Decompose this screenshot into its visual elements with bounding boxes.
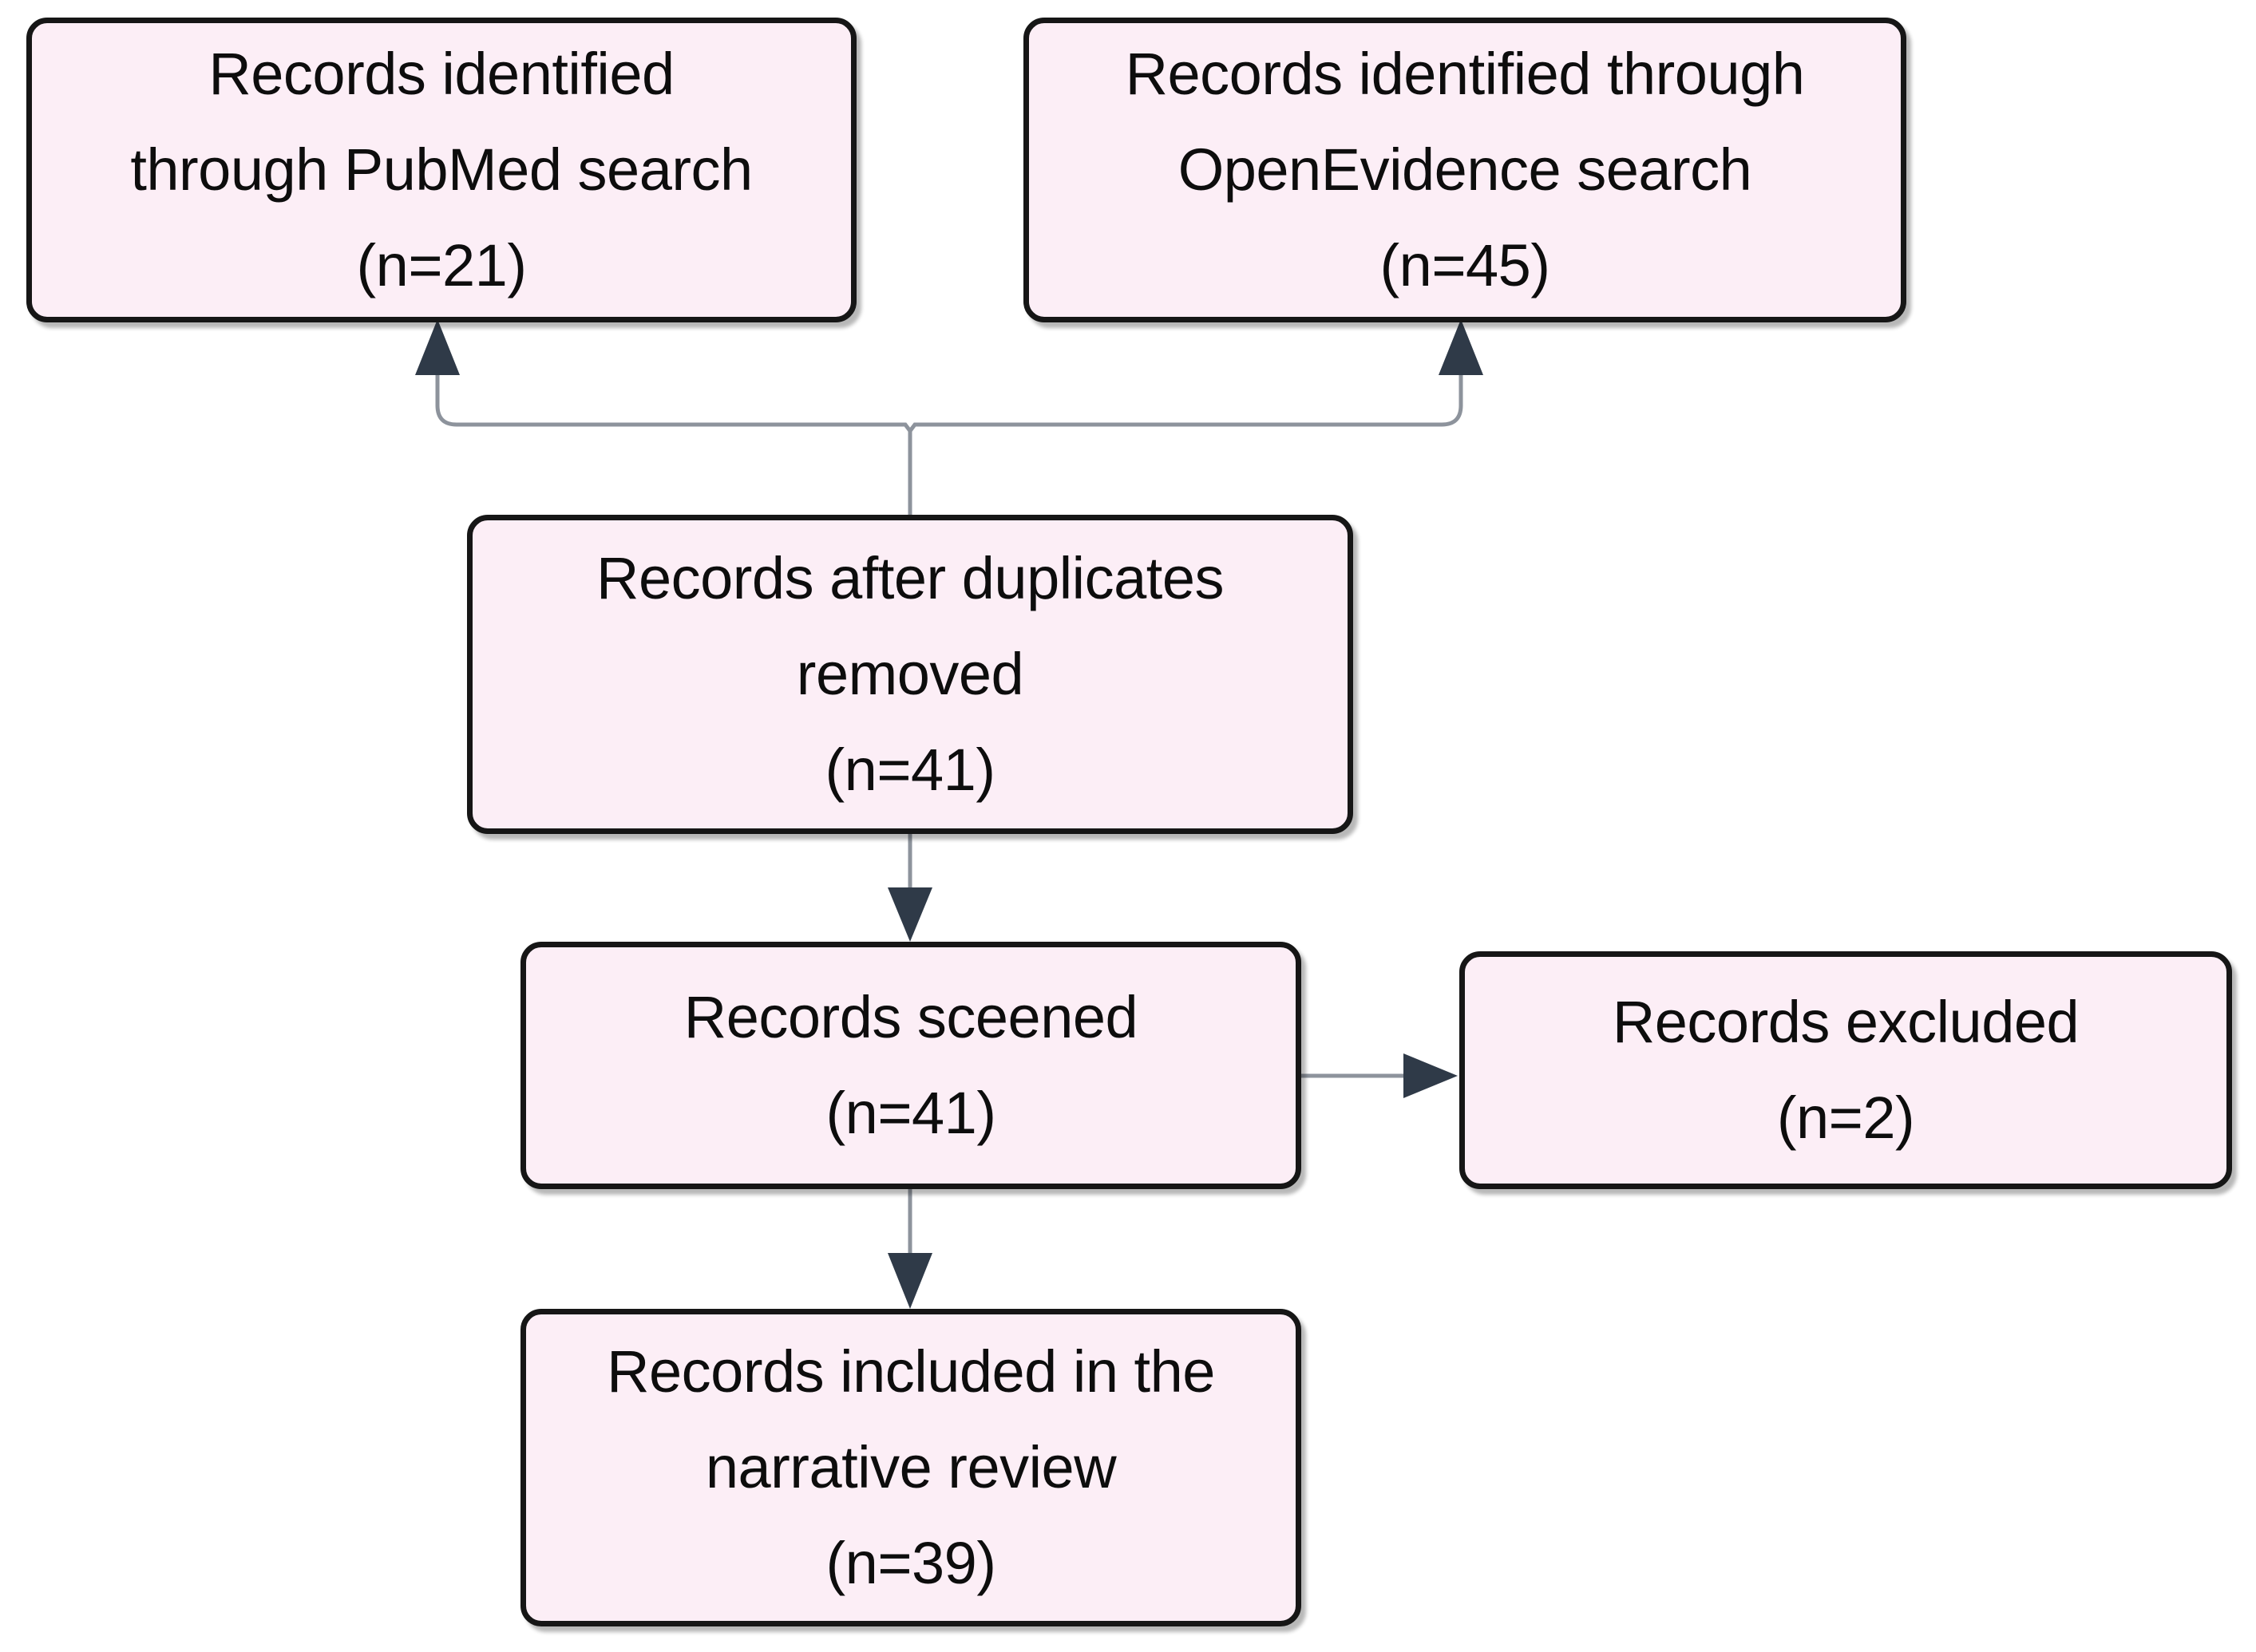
box-records-included-line-2: narrative review <box>705 1434 1117 1501</box>
arrow-head-to-openevidence-search <box>1439 319 1483 375</box>
box-openevidence-search[interactable]: Records identified through OpenEvidence … <box>1023 18 1906 322</box>
arrow-head-to-records-included <box>888 1253 932 1309</box>
connector-screened-to-included <box>888 1189 932 1309</box>
box-pubmed-search-count: (n=21) <box>356 231 527 298</box>
box-records-excluded-line-1: Records excluded <box>1612 989 2080 1056</box>
box-records-excluded[interactable]: Records excluded (n=2) <box>1459 951 2232 1189</box>
box-duplicates-removed-line-2: removed <box>796 641 1024 708</box>
box-records-included-count: (n=39) <box>825 1529 996 1596</box>
arrow-head-to-records-screened <box>888 887 932 942</box>
box-openevidence-search-line-1: Records identified through <box>1125 41 1805 108</box>
box-records-included-line-1: Records included in the <box>607 1338 1215 1405</box>
box-duplicates-removed-count: (n=41) <box>825 736 995 803</box>
box-duplicates-removed-line-1: Records after duplicates <box>596 545 1224 612</box>
box-records-screened-line-1: Records sceened <box>683 984 1138 1051</box>
box-records-included[interactable]: Records included in the narrative review… <box>520 1309 1301 1626</box>
box-duplicates-removed[interactable]: Records after duplicates removed (n=41) <box>467 515 1353 834</box>
connector-line-right-branch <box>908 361 1463 515</box>
connector-duplicates-to-screened <box>888 834 932 942</box>
connector-sources-to-duplicates <box>415 319 1483 515</box>
box-records-screened-count: (n=41) <box>825 1080 996 1146</box>
arrow-head-to-pubmed-search <box>415 319 460 375</box>
connector-screened-to-excluded <box>1301 1053 1458 1098</box>
box-openevidence-search-count: (n=45) <box>1379 231 1550 298</box>
arrow-head-to-records-excluded <box>1403 1053 1458 1098</box>
box-pubmed-search-line-2: through PubMed search <box>130 136 753 204</box>
box-records-excluded-count: (n=2) <box>1776 1085 1915 1151</box>
box-pubmed-search[interactable]: Records identified through PubMed search… <box>26 18 857 322</box>
box-records-screened[interactable]: Records sceened (n=41) <box>520 942 1301 1189</box>
connector-line-left-branch <box>435 361 912 433</box>
box-openevidence-search-line-2: OpenEvidence search <box>1177 136 1752 204</box>
box-pubmed-search-line-1: Records identified <box>208 41 675 108</box>
